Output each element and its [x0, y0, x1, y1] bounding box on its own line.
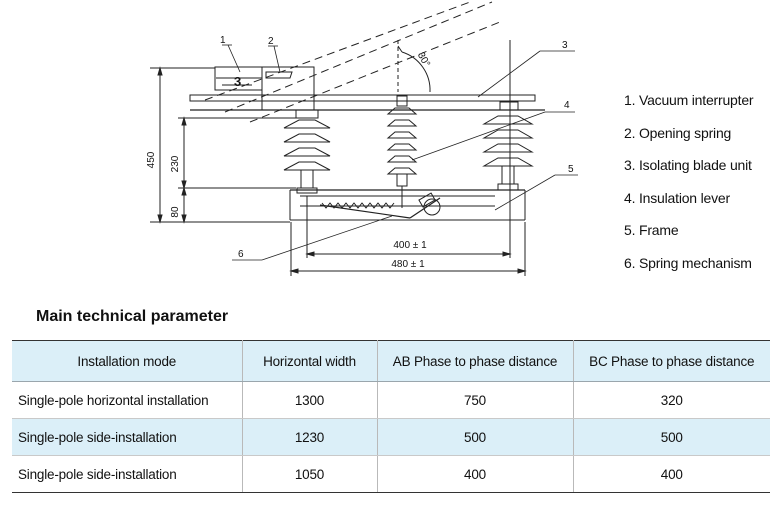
table-row: Single-pole side-installation 1230 500 5…: [12, 418, 770, 456]
parameter-table: Installation mode Horizontal width AB Ph…: [12, 340, 770, 493]
callout-1: 1: [220, 35, 226, 46]
isolating-blade: [189, 94, 536, 102]
leader-lines: [222, 44, 578, 261]
dim-height-total: 450: [146, 151, 157, 168]
table-cell: Single-pole horizontal installation: [12, 381, 243, 419]
insulator-right: [482, 101, 534, 191]
dim-height-mid: 230: [170, 155, 181, 172]
table-row: Single-pole side-installation 1050 400 4…: [12, 455, 770, 493]
frame: [289, 189, 526, 221]
spring-mechanism: [319, 192, 441, 219]
part-mark-3: 3: [234, 74, 241, 89]
legend-item: 4. Insulation lever: [624, 189, 730, 206]
opening-spring: [265, 71, 293, 79]
horizontal-dimensions: [289, 40, 527, 276]
vacuum-interrupter: [214, 66, 315, 111]
column-header: Horizontal width: [241, 340, 378, 382]
insulator-middle: [386, 95, 418, 208]
insulator-left: [283, 109, 331, 194]
section-title: Main technical parameter: [36, 308, 229, 325]
angle-arc: [401, 51, 431, 93]
table-header-row: Installation mode Horizontal width AB Ph…: [12, 340, 770, 382]
table-row: Single-pole horizontal installation 1300…: [12, 381, 770, 419]
open-blade-dashed: [204, 1, 501, 123]
vertical-dimensions: [150, 66, 296, 224]
legend-item: 5. Frame: [624, 222, 679, 239]
table-cell: 500: [376, 418, 574, 456]
callout-2: 2: [268, 36, 274, 47]
angle-label: 30°: [415, 51, 432, 70]
legend-item: 1. Vacuum interrupter: [624, 92, 754, 108]
callout-5: 5: [568, 164, 574, 175]
table-cell: 1050: [241, 455, 378, 493]
callout-4: 4: [564, 100, 570, 111]
table-cell: 750: [376, 381, 574, 419]
table-cell: Single-pole side-installation: [12, 455, 243, 493]
table-cell: 1230: [241, 418, 378, 456]
table-cell: 320: [572, 381, 770, 419]
legend-item: 3. Isolating blade unit: [624, 157, 752, 174]
table-cell: Single-pole side-installation: [12, 418, 243, 456]
callout-3: 3: [562, 40, 568, 51]
legend-item: 2. Opening spring: [624, 124, 732, 141]
column-header: AB Phase to phase distance: [376, 340, 574, 382]
column-header: Installation mode: [12, 340, 243, 382]
callout-6: 6: [238, 249, 244, 260]
parts-legend: 1. Vacuum interrupter 2. Opening spring …: [624, 84, 754, 280]
column-header: BC Phase to phase distance: [572, 340, 770, 382]
table-cell: 1300: [241, 381, 378, 419]
table-cell: 400: [572, 455, 770, 493]
legend-item: 6. Spring mechanism: [624, 254, 752, 271]
dim-width-inner: 400 ± 1: [393, 240, 427, 251]
dim-height-low: 80: [170, 206, 181, 218]
switch-drawing: 1 2 3 4 5 6 3 30° 450 230 80 400 ± 1 480…: [146, 1, 578, 276]
dim-width-outer: 480 ± 1: [391, 259, 425, 270]
table-cell: 400: [376, 455, 574, 493]
table-cell: 500: [572, 418, 770, 456]
